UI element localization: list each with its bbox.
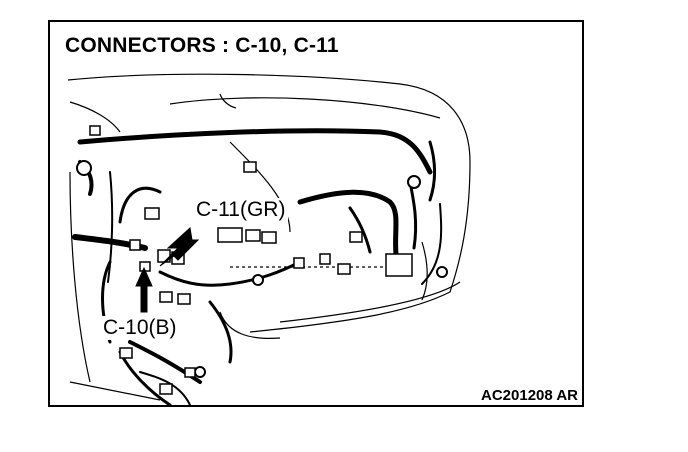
dashboard-outline xyxy=(67,73,471,401)
wiring-illustration xyxy=(67,73,471,405)
callout-c10: C-10(B) xyxy=(100,316,180,340)
callout-arrows xyxy=(135,227,200,313)
connector-blocks xyxy=(89,125,413,395)
diagram-frame: CONNECTORS : C-10, C-11 xyxy=(48,20,584,407)
drawing-code: AC201208 AR xyxy=(481,387,578,404)
diagram-title: CONNECTORS : C-10, C-11 xyxy=(65,34,339,57)
grommets xyxy=(76,160,448,378)
callout-c11: C-11(GR) xyxy=(193,198,289,222)
